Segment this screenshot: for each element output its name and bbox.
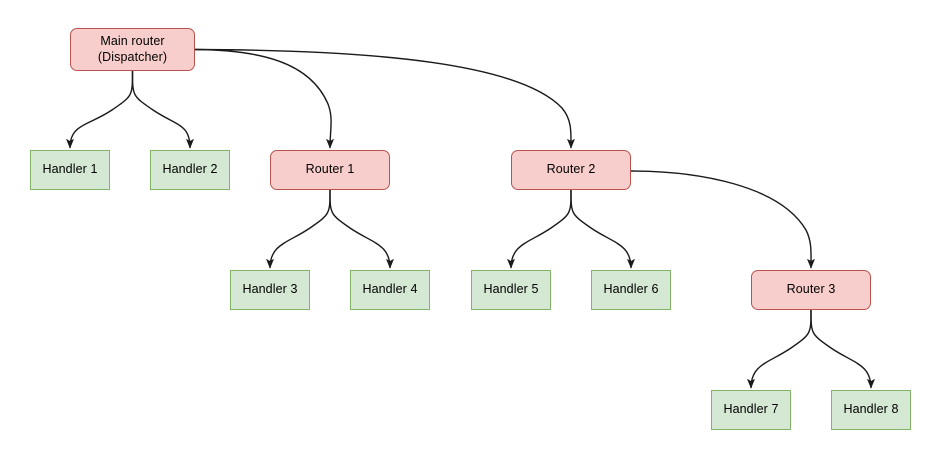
edge-main-to-router-1 — [194, 48, 335, 149]
node-label: Handler 2 — [162, 162, 218, 177]
node-label: Router 3 — [786, 282, 836, 297]
node-label: Handler 5 — [483, 282, 539, 297]
node-router-3[interactable]: Router 3 — [751, 270, 871, 310]
node-router-1[interactable]: Router 1 — [270, 150, 390, 190]
edge-router-2-to-handler-5 — [507, 189, 572, 269]
edge-router-2-to-router-3 — [630, 170, 816, 269]
node-router-2[interactable]: Router 2 — [511, 150, 631, 190]
node-label: Router 2 — [546, 162, 596, 177]
node-label: Handler 1 — [42, 162, 98, 177]
node-label: Handler 7 — [723, 402, 779, 417]
edge-router-3-to-handler-7 — [747, 309, 812, 389]
edge-router-2-to-handler-6 — [570, 189, 635, 269]
edge-main-to-handler-1 — [66, 70, 134, 149]
edge-router-3-to-handler-8 — [810, 309, 875, 389]
node-handler-2[interactable]: Handler 2 — [150, 150, 230, 190]
edge-main-to-handler-2 — [131, 70, 194, 149]
node-handler-7[interactable]: Handler 7 — [711, 390, 791, 430]
node-main-router[interactable]: Main router (Dispatcher) — [70, 28, 195, 71]
node-label: Main router (Dispatcher) — [97, 34, 168, 64]
node-label: Handler 3 — [242, 282, 298, 297]
node-handler-8[interactable]: Handler 8 — [831, 390, 911, 430]
node-label: Handler 8 — [843, 402, 899, 417]
edge-router-1-to-handler-4 — [329, 189, 394, 269]
node-handler-5[interactable]: Handler 5 — [471, 270, 551, 310]
node-label: Handler 6 — [603, 282, 659, 297]
node-handler-4[interactable]: Handler 4 — [350, 270, 430, 310]
node-handler-1[interactable]: Handler 1 — [30, 150, 110, 190]
node-label: Router 1 — [305, 162, 355, 177]
node-label: Handler 4 — [362, 282, 418, 297]
edge-router-1-to-handler-3 — [266, 189, 331, 269]
node-handler-6[interactable]: Handler 6 — [591, 270, 671, 310]
node-handler-3[interactable]: Handler 3 — [230, 270, 310, 310]
edge-main-to-router-2 — [194, 48, 576, 149]
